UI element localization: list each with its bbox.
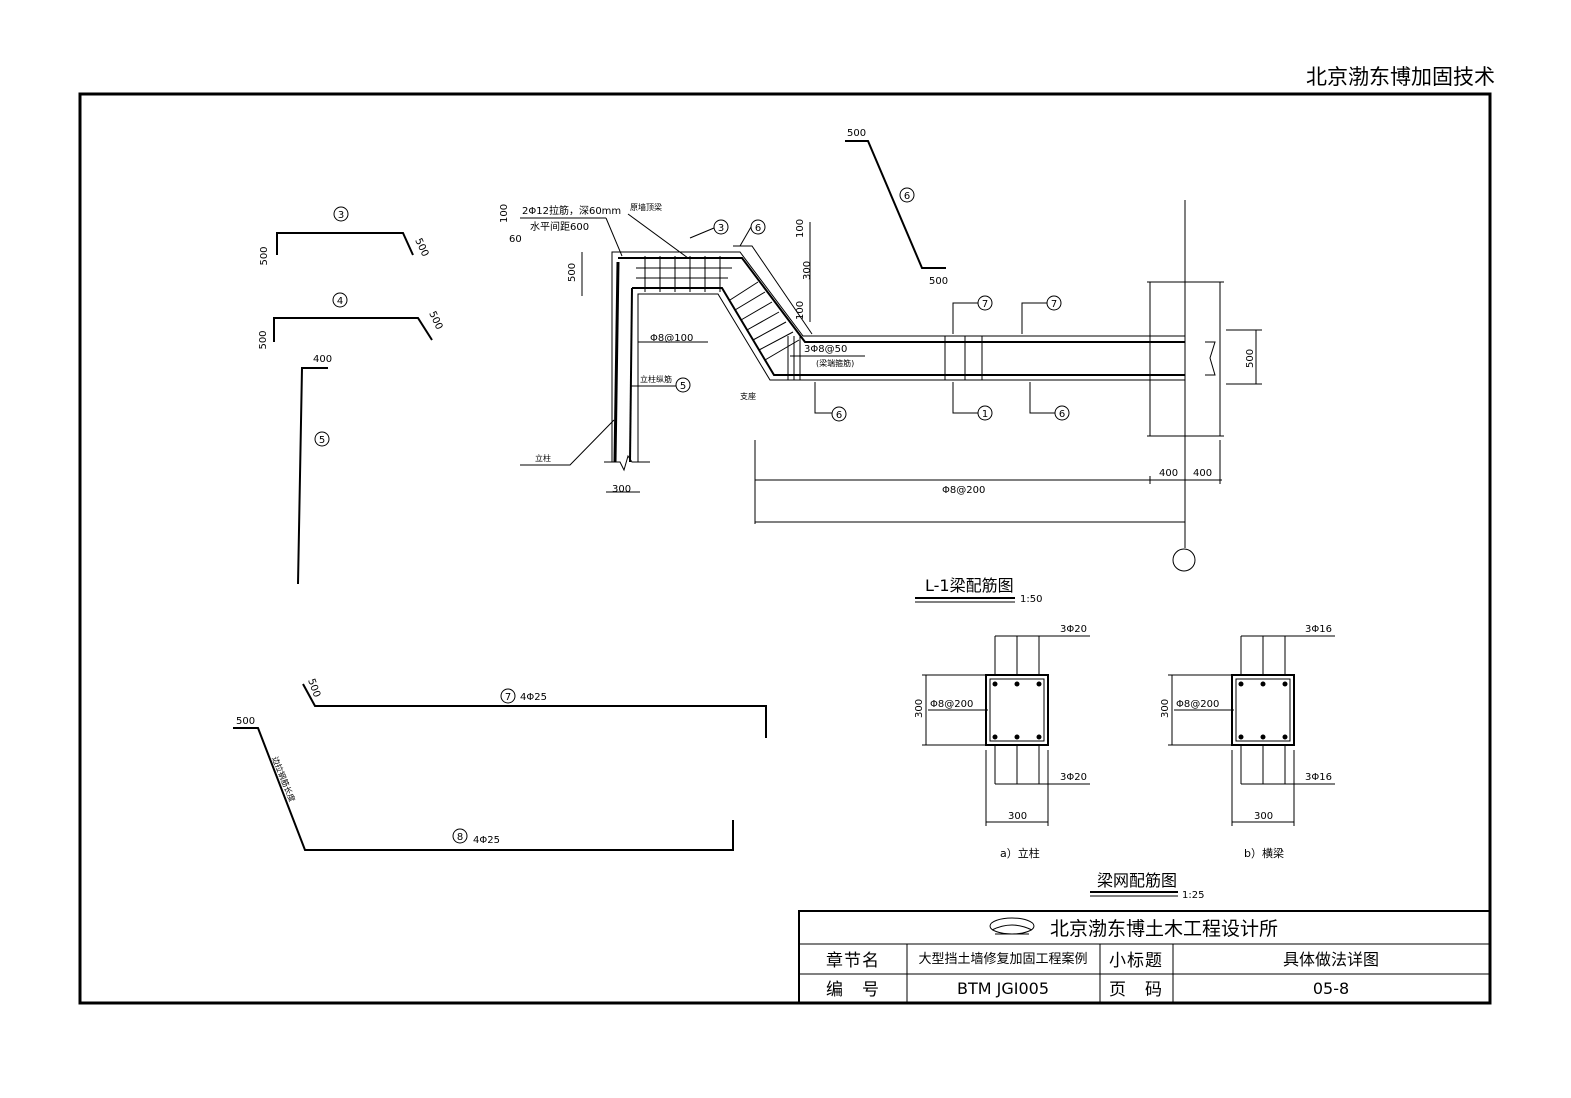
dim-100-b: 100 (795, 219, 806, 238)
bar-shape-5: 400 5 (297, 354, 332, 585)
sec-a-height: 300 (914, 699, 925, 718)
section-scale-2: 1:25 (1182, 890, 1204, 901)
callout-5: 5 (680, 381, 686, 392)
bar7-hook: 500 (305, 677, 322, 699)
page-label: 页 码 (1109, 980, 1163, 1000)
beam-section-title: L-1梁配筋图 1:50 (915, 576, 1042, 605)
bar3-mark: 3 (338, 210, 344, 221)
stirrup-8-100: Φ8@100 (650, 333, 693, 344)
dim-400-right: 400 (1193, 468, 1212, 479)
callout-3: 3 (718, 223, 724, 234)
bar6-mark: 6 (904, 191, 910, 202)
note-tie-bars: 2Φ12拉筋，深60mm (522, 204, 621, 217)
stirrup-end-note: (梁端箍筋) (816, 358, 854, 368)
support-label: 支座 (740, 391, 756, 401)
bar7-mark: 7 (505, 692, 511, 703)
callout-7a: 7 (982, 299, 988, 310)
section-b-beam: 3Φ16 3Φ16 Φ8@200 300 300 b）横梁 (1160, 624, 1335, 860)
bar5-mark: 5 (319, 435, 325, 446)
drawing-border (78, 92, 1492, 1005)
bar8-spec: 4Φ25 (473, 835, 500, 846)
callout-6b: 6 (836, 410, 842, 421)
section-scale-1: 1:50 (1020, 594, 1042, 605)
bar-shape-3: 3 500 500 (259, 206, 430, 266)
subtitle-value: 具体做法详图 (1283, 950, 1379, 969)
dim-300-col: 300 (612, 484, 631, 495)
top-beam-label: 原墙顶梁 (630, 202, 662, 212)
sloped-stirrups (729, 281, 800, 361)
subtitle-label: 小标题 (1109, 951, 1163, 971)
callout-1: 1 (982, 409, 988, 420)
firm-logo-icon (989, 917, 1035, 935)
main-elevation: 300 400 400 Φ8@200 500 500 100 60 100 30… (499, 200, 1262, 572)
sec-a-stirrup: Φ8@200 (930, 699, 973, 710)
sec-a-width: 300 (1008, 811, 1027, 822)
bar3-right: 500 (412, 237, 430, 259)
note-spacing: 水平间距600 (530, 220, 589, 233)
bar7-spec: 4Φ25 (520, 692, 547, 703)
dim-500-top: 500 (567, 263, 578, 282)
section-title-2: 梁网配筋图 (1097, 871, 1177, 890)
header-brand: 北京渤东博加固技术 (1306, 65, 1495, 89)
bar4-right: 500 (426, 310, 444, 332)
bar3-left: 500 (259, 246, 270, 265)
callout-7b: 7 (1051, 299, 1057, 310)
sec-b-height: 300 (1160, 699, 1171, 718)
column-bars-note: 立柱纵筋 (640, 374, 672, 384)
dim-100-c: 100 (795, 301, 806, 320)
bar4-mark: 4 (337, 296, 343, 307)
sec-b-stirrup: Φ8@200 (1176, 699, 1219, 710)
sec-b-caption: b）横梁 (1244, 846, 1284, 860)
section-a-column: 3Φ20 3Φ20 Φ8@200 300 300 a）立柱 (914, 624, 1090, 860)
bar6-top: 500 (847, 128, 866, 139)
bar-shape-7: 500 7 4Φ25 (302, 677, 767, 738)
callout-6c: 6 (1059, 409, 1065, 420)
chapter-value: 大型挡土墙修复加固工程案例 (918, 952, 1087, 967)
bar4-left: 500 (258, 330, 269, 349)
sec-a-bot-bars: 3Φ20 (1060, 772, 1087, 783)
title-block: 北京渤东博土木工程设计所 章节名 大型挡土墙修复加固工程案例 小标题 具体做法详… (798, 910, 1491, 1004)
dim-60: 60 (509, 234, 522, 245)
stirrup-8-200: Φ8@200 (942, 485, 985, 496)
bar5-top: 400 (313, 354, 332, 365)
dim-400-left: 400 (1159, 468, 1178, 479)
callout-6a: 6 (755, 223, 761, 234)
sec-a-top-bars: 3Φ20 (1060, 624, 1087, 635)
bar6-bottom: 500 (929, 276, 948, 287)
section-title: L-1梁配筋图 (925, 576, 1014, 595)
sec-b-width: 300 (1254, 811, 1273, 822)
firm-name: 北京渤东博土木工程设计所 (1050, 918, 1278, 940)
chapter-label: 章节名 (826, 951, 880, 971)
top-beam-stirrups (636, 256, 732, 292)
code-value: BTM JGI005 (957, 979, 1049, 998)
stirrup-3-8-50: 3Φ8@50 (804, 344, 847, 355)
net-section-title: 梁网配筋图 1:25 (1090, 871, 1204, 901)
page-value: 05-8 (1313, 979, 1349, 998)
bar-shape-6: 500 500 6 (845, 128, 948, 287)
bar8-top: 500 (236, 716, 255, 727)
bar8-mark: 8 (457, 832, 463, 843)
code-label: 编 号 (826, 980, 880, 1000)
dim-500-beam: 500 (1245, 349, 1256, 368)
sec-b-top-bars: 3Φ16 (1305, 624, 1332, 635)
sec-b-bot-bars: 3Φ16 (1305, 772, 1332, 783)
dim-100-a: 100 (499, 204, 510, 223)
column-label: 立柱 (535, 453, 551, 463)
sec-a-caption: a）立柱 (1000, 846, 1040, 860)
bar-shape-4: 4 500 500 (258, 292, 444, 350)
bar-shape-8: 500 边拉钢筋长度 8 4Φ25 (233, 716, 734, 851)
dim-300-b: 300 (802, 261, 813, 280)
